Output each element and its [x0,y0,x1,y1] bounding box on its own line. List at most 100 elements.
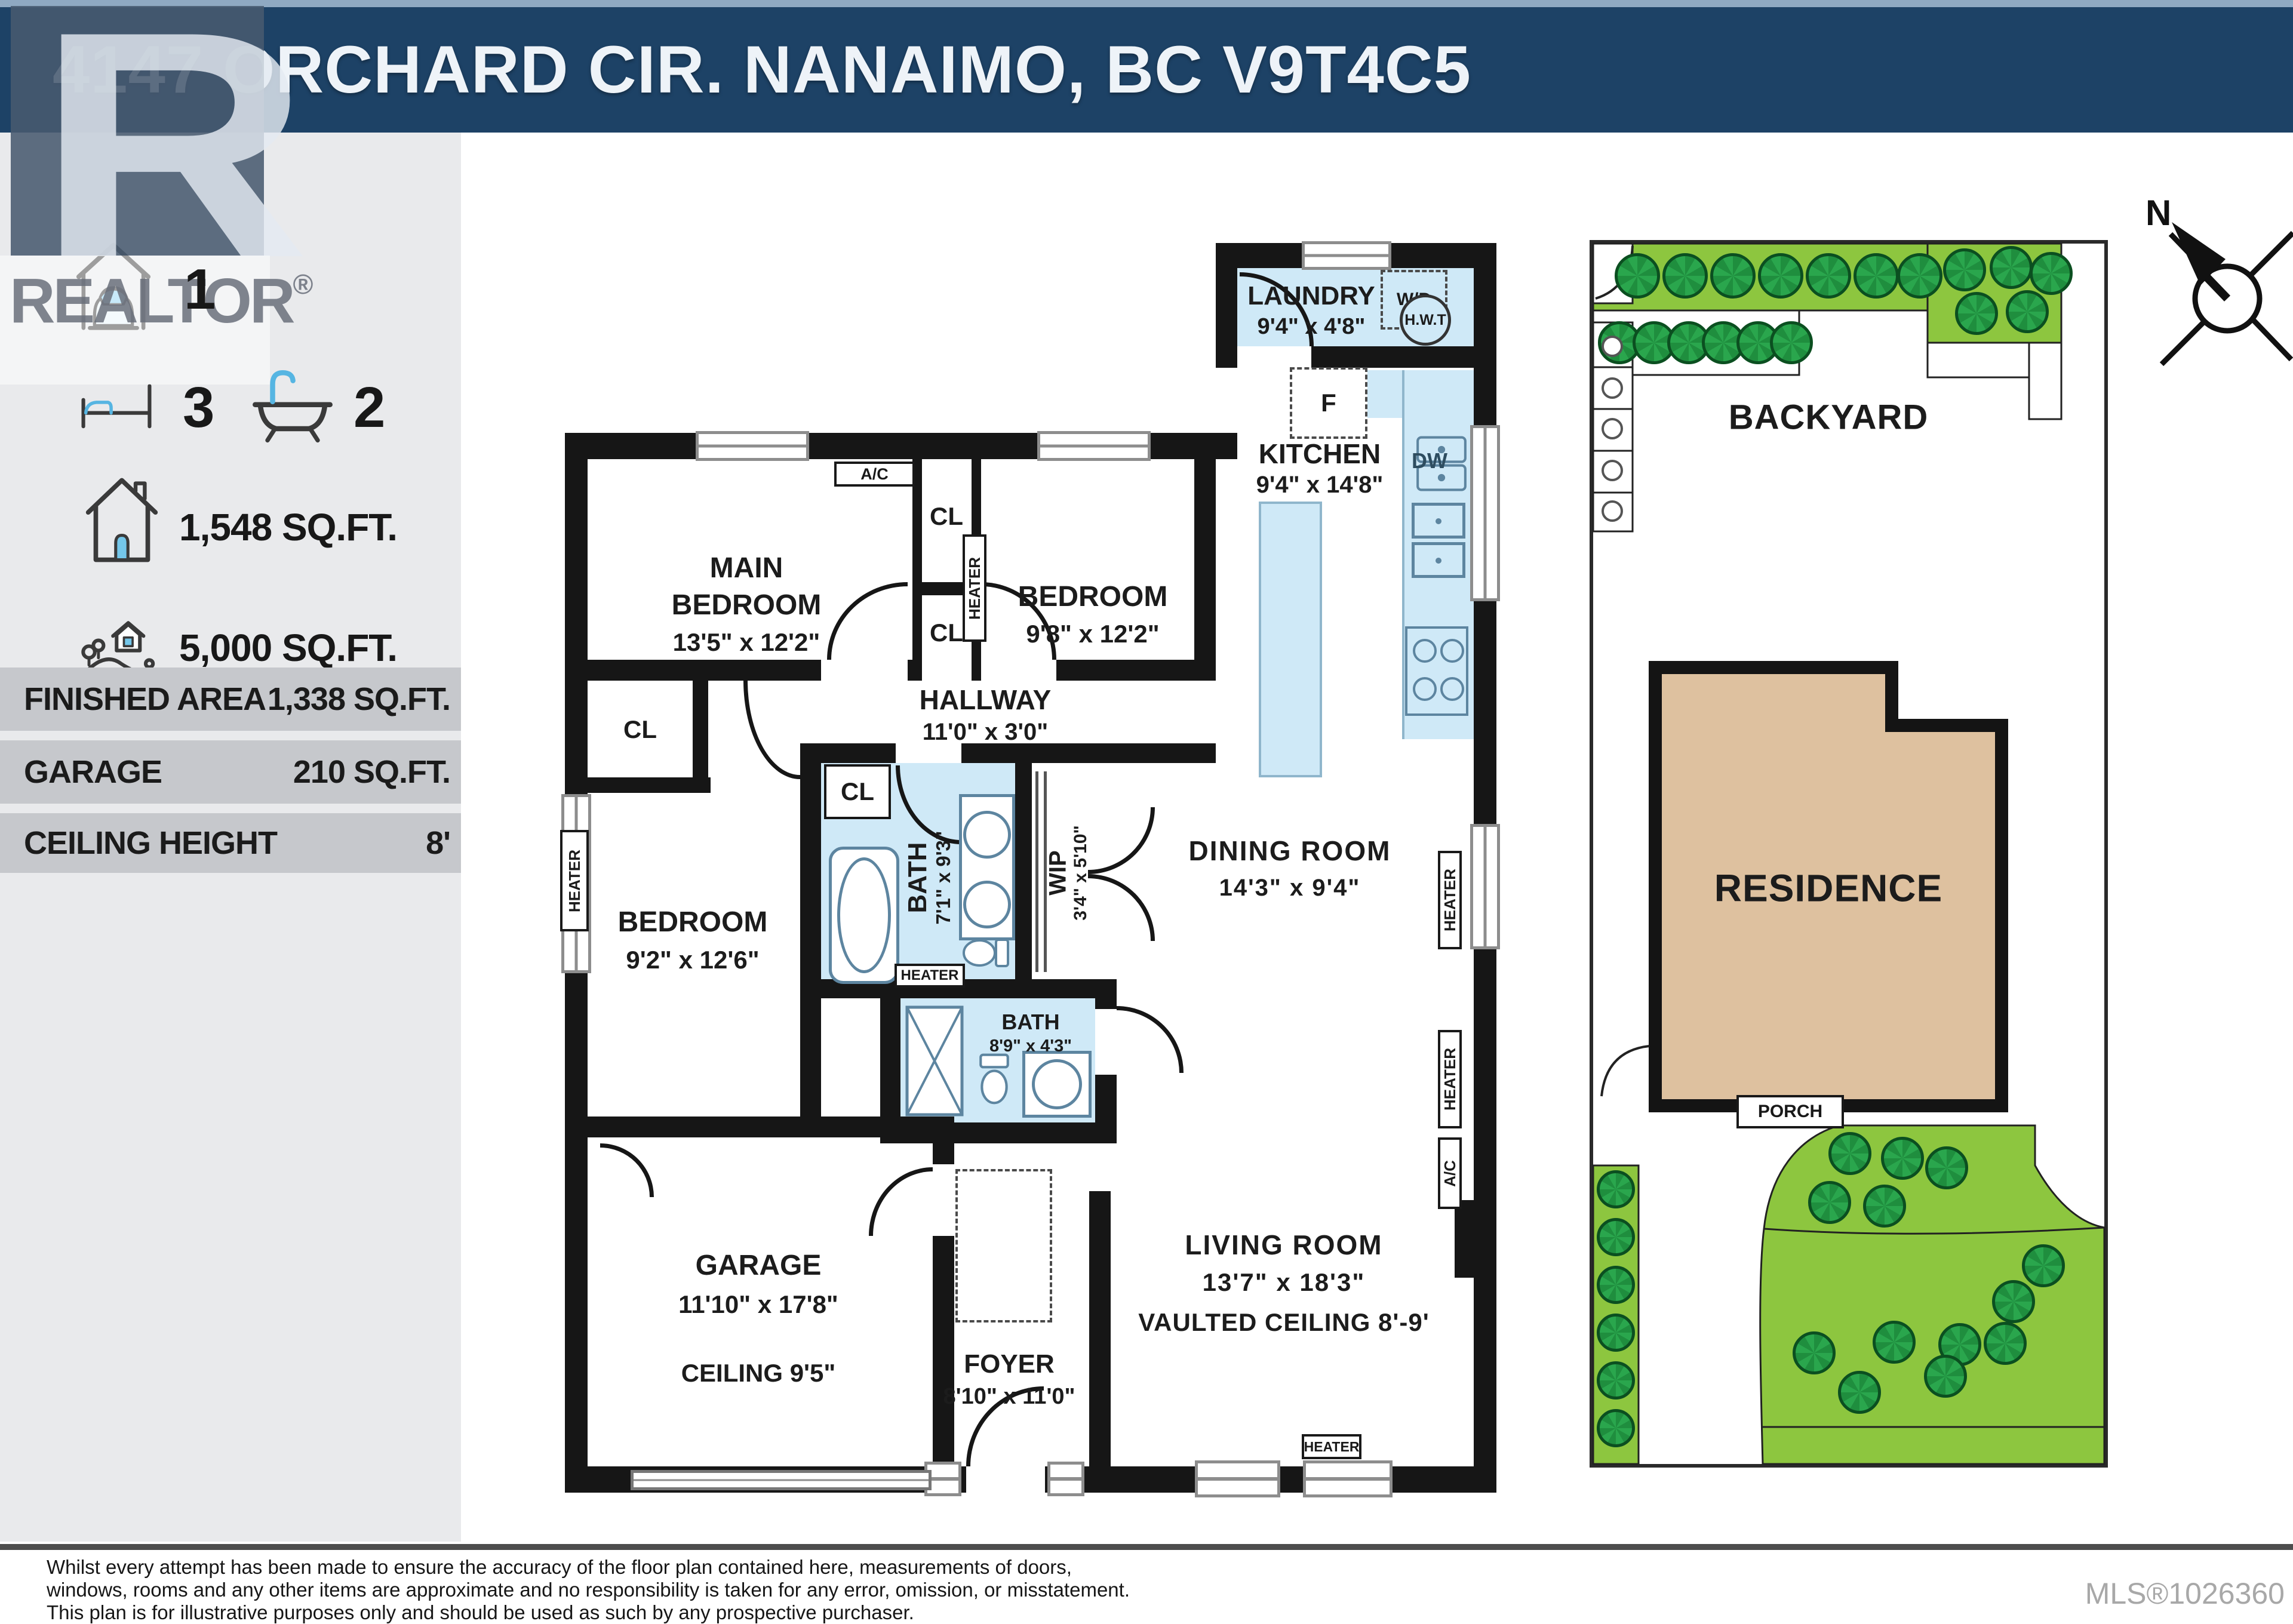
room-kitchen-dims: 9'4" x 14'8" [1256,472,1384,498]
heater-tag: HEATER [560,830,589,931]
room-laundry-dims: 9'4" x 4'8" [1257,314,1366,340]
window [1302,241,1391,270]
kitchen-sink [1414,433,1469,493]
window [1047,1462,1084,1496]
realtor-watermark-lightbox [0,256,270,385]
ac-tag: A/C [834,462,915,487]
door-arc [600,1143,654,1197]
tree-icon [1597,1361,1635,1400]
window [1303,1460,1393,1497]
window [696,431,809,461]
room-bedroom2-dims: 9'8" x 12'2" [1026,619,1160,648]
heater-tag: HEATER [895,964,965,988]
toilet [960,929,1013,977]
band-label: FINISHED AREA [24,681,266,717]
tree-icon [1881,1137,1924,1180]
registered-mark: ® [293,269,313,300]
tree-icon [2006,290,2049,333]
hwt-label: H.W.T [1404,311,1446,328]
shrub-icon [1602,460,1623,481]
room-foyer-dims: 8'10" x 11'0" [943,1384,1075,1410]
porch-tag: PORCH [1736,1095,1844,1128]
band-value: 1,338 SQ.FT. [267,681,451,717]
heater-label: HEATER [1440,1048,1459,1111]
room-garage-dims: 11'10" x 17'8" [678,1290,838,1318]
ac-tag: A/C [1438,1137,1462,1209]
ac-label: A/C [860,465,889,483]
wall [588,660,821,681]
heater-tag: HEATER [963,534,986,642]
door-arc [827,582,908,660]
room-hallway: HALLWAY [919,684,1052,715]
room-bath2-dims: 8'9" x 4'3" [989,1036,1072,1056]
tree-icon [1897,253,1942,299]
tree-icon [1615,253,1660,299]
room-garage-ceiling: CEILING 9'5" [681,1358,836,1387]
wall [1056,660,1216,681]
dishwasher-label: DW [1412,448,1447,473]
wall [972,660,981,681]
heater-tag: HEATER [1438,851,1462,949]
compass-icon: N [2135,193,2293,370]
band-garage: GARAGE 210 SQ.FT. [0,740,461,804]
wall [588,777,711,793]
header-bar: 4147 ORCHARD CIR. NANAIMO, BC V9T4C5 [0,0,2293,133]
tree-icon [1806,253,1851,299]
room-bath1-dims: 7'1" x 9'3" [932,831,954,925]
page-title: 4147 ORCHARD CIR. NANAIMO, BC V9T4C5 [53,32,1471,107]
heater-tag: HEATER [1438,1030,1462,1128]
bed-icon [78,369,155,443]
compass-n: N [2146,193,2172,233]
heater-label: HEATER [900,967,959,983]
realtor-brand: REALTOR [10,266,296,336]
shrub-icon [1602,418,1623,439]
wall [1089,1191,1111,1466]
backyard-label: BACKYARD [1728,398,1929,437]
wall [912,459,922,660]
bathtub-basin [837,857,891,973]
tree-icon [1758,253,1803,299]
drawer-knob [1436,518,1441,524]
wall [922,582,972,595]
tree-icon [1597,1170,1635,1208]
tree-icon [1925,1146,1968,1189]
band-label: GARAGE [24,754,162,790]
fridge-box: F [1290,367,1367,439]
shrub-icon [1602,336,1623,357]
room-living: LIVING ROOM [1185,1229,1383,1260]
mls-number: MLS®1026360 [2085,1577,2285,1610]
window [1470,425,1500,601]
band-ceiling: CEILING HEIGHT 8' [0,813,461,873]
bath-icon [251,362,334,449]
closet-label: CL [930,618,963,647]
door-arc [1088,807,1155,874]
window [1470,824,1500,949]
stove [1404,626,1469,716]
tree-icon [2022,1244,2065,1287]
room-main-dims: 13'5" x 12'2" [672,628,820,656]
tree-icon [1808,1181,1851,1224]
tree-icon [2030,252,2073,295]
ac-label: A/C [1440,1159,1459,1187]
room-garage: GARAGE [695,1249,822,1281]
door-arc [869,1167,933,1236]
tree-icon [1943,248,1986,291]
tree-icon [1992,1280,2035,1323]
room-main-bedroom2: BEDROOM [671,589,822,621]
tree-icon [1873,1321,1916,1364]
toilet [976,1048,1013,1111]
heater-label: HEATER [965,556,983,620]
wall [1095,979,1117,1009]
shrub-icon [1602,500,1623,522]
wall [693,681,708,793]
room-name: LAUNDRY [1247,281,1375,310]
drawer-knob [1436,558,1441,564]
heater-label: HEATER [1440,869,1459,931]
shrub-icon [1602,377,1623,399]
tree-icon [1854,253,1899,299]
room-bath1: BATH [903,842,932,914]
heater-label: HEATER [1304,1438,1360,1454]
tree-icon [1597,1218,1635,1256]
room-bath2: BATH [1001,1010,1060,1035]
